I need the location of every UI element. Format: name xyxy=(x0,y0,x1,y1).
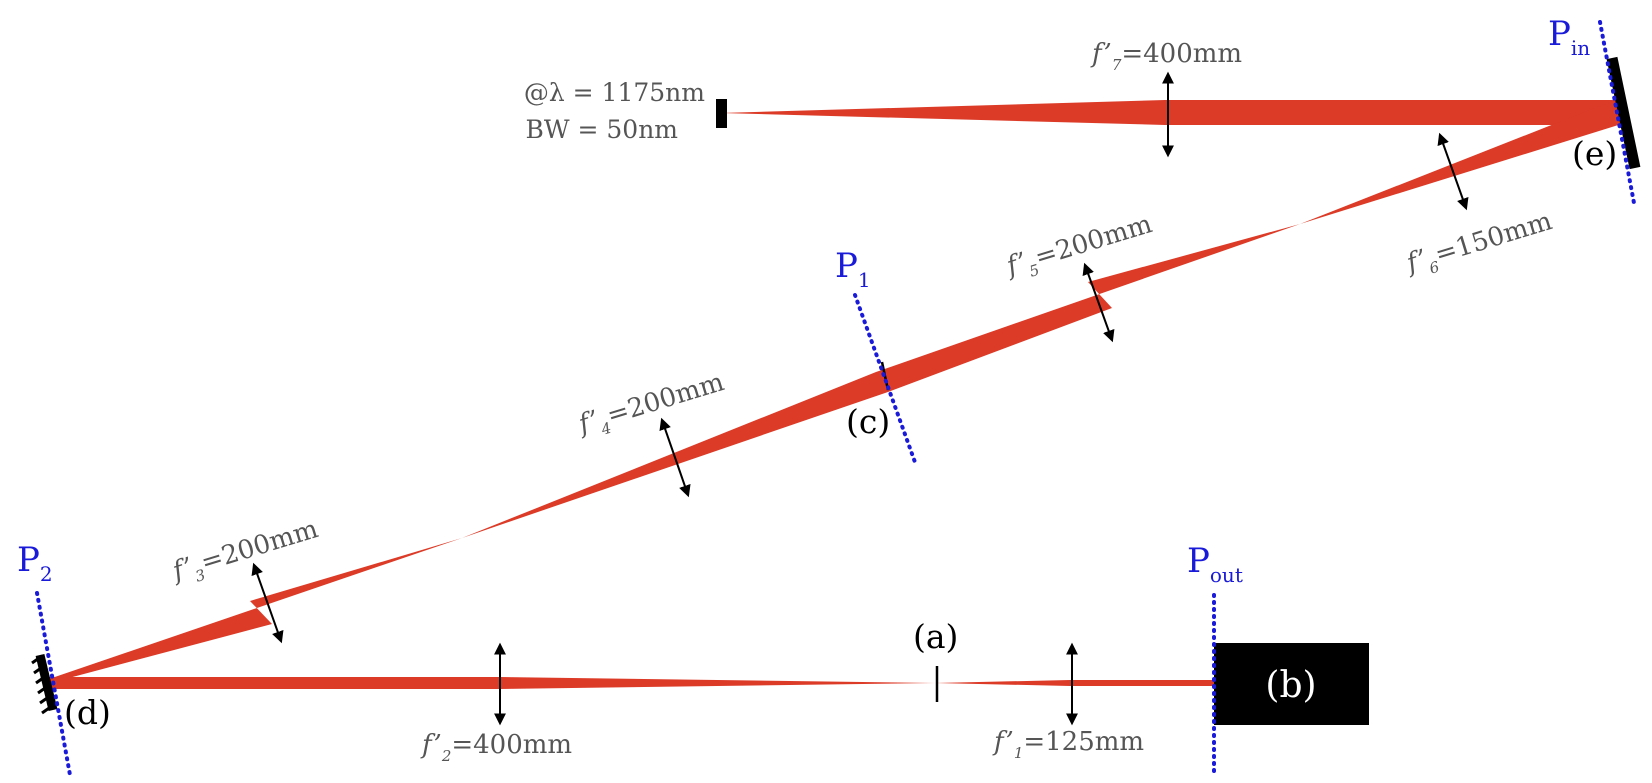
plane-in-label: Pin xyxy=(1548,14,1590,60)
point-d-label: (d) xyxy=(64,693,111,732)
source-bandwidth-label: BW = 50nm xyxy=(525,115,678,144)
lens-f5 xyxy=(1082,262,1115,343)
lens-group xyxy=(251,71,1469,726)
lens-f1-label: f’1=125mm xyxy=(992,727,1144,762)
beam-segment-output xyxy=(935,680,1214,686)
lens-f3 xyxy=(251,562,284,644)
lens-f6-label: f’6=150mm xyxy=(1401,206,1557,284)
planes xyxy=(35,20,1636,777)
beam-segment-top xyxy=(720,100,1620,125)
mirror-d-hatched xyxy=(31,653,58,715)
point-b-label: (b) xyxy=(1265,665,1316,706)
beam-segment-bottom xyxy=(46,677,935,689)
lens-f4-label: f’4=200mm xyxy=(573,367,729,445)
lens-f4 xyxy=(659,417,691,498)
plane-2-label: P2 xyxy=(17,540,53,586)
source-slit xyxy=(716,99,727,128)
laser-beam xyxy=(46,100,1628,689)
plane-1-line xyxy=(853,293,918,467)
plane-out-label: Pout xyxy=(1187,541,1243,587)
lens-f2-label: f’2=400mm xyxy=(420,730,572,765)
plane-in-line xyxy=(1598,20,1636,205)
lens-f6 xyxy=(1437,132,1469,211)
beam-segment-diagonal-middle xyxy=(462,224,1300,538)
plane-1-label: P1 xyxy=(835,246,871,292)
point-c-label: (c) xyxy=(846,402,890,441)
mirror-e xyxy=(1606,56,1641,170)
detector-b xyxy=(1214,643,1369,725)
point-a-label: (a) xyxy=(913,617,958,656)
point-e-label: (e) xyxy=(1572,134,1617,173)
lens-f3-label: f’3=200mm xyxy=(167,514,323,592)
lens-f7-label: f’7=400mm xyxy=(1090,39,1242,74)
source-wavelength-label: @λ = 1175nm xyxy=(524,78,705,107)
plane-2-line xyxy=(35,591,72,777)
